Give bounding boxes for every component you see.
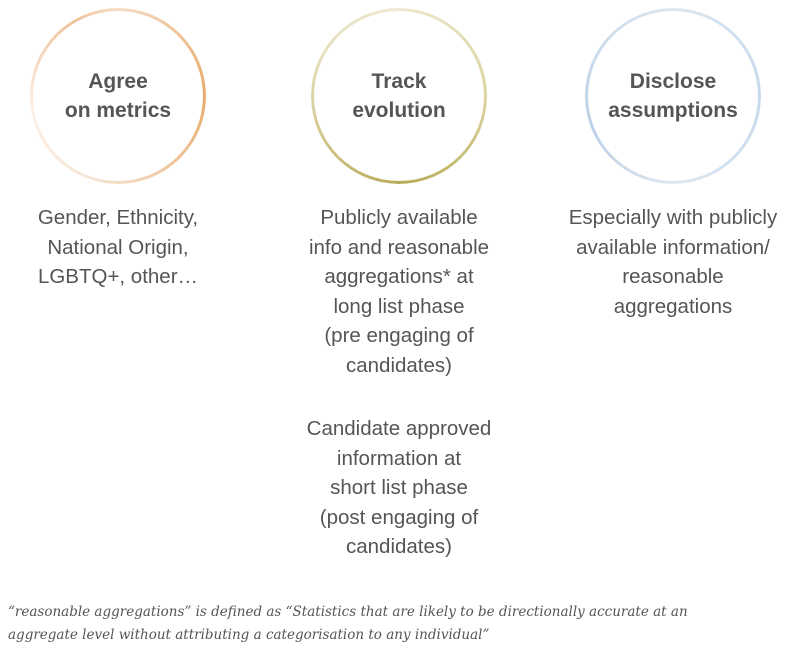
circle-ring	[311, 8, 487, 184]
column-description: Gender, Ethnicity, National Origin, LGBT…	[37, 206, 199, 288]
column-description-secondary: Candidate approved information at short …	[306, 417, 492, 558]
circle-ring	[30, 8, 206, 184]
circle-title: Disclose assumptions	[608, 70, 738, 122]
circle-title: Track evolution	[352, 70, 446, 122]
disclose-assumptions-circle: Disclose assumptions	[585, 8, 761, 184]
footnote: “reasonable aggregations” is defined as …	[8, 604, 688, 643]
column-description: Especially with publicly available infor…	[568, 206, 778, 318]
circle-ring	[585, 8, 761, 184]
track-evolution-circle: Track evolution	[311, 8, 487, 184]
circle-title: Agree on metrics	[64, 70, 172, 122]
column-description: Publicly available info and reasonable a…	[308, 206, 490, 377]
agree-on-metrics-circle: Agree on metrics	[30, 8, 206, 184]
